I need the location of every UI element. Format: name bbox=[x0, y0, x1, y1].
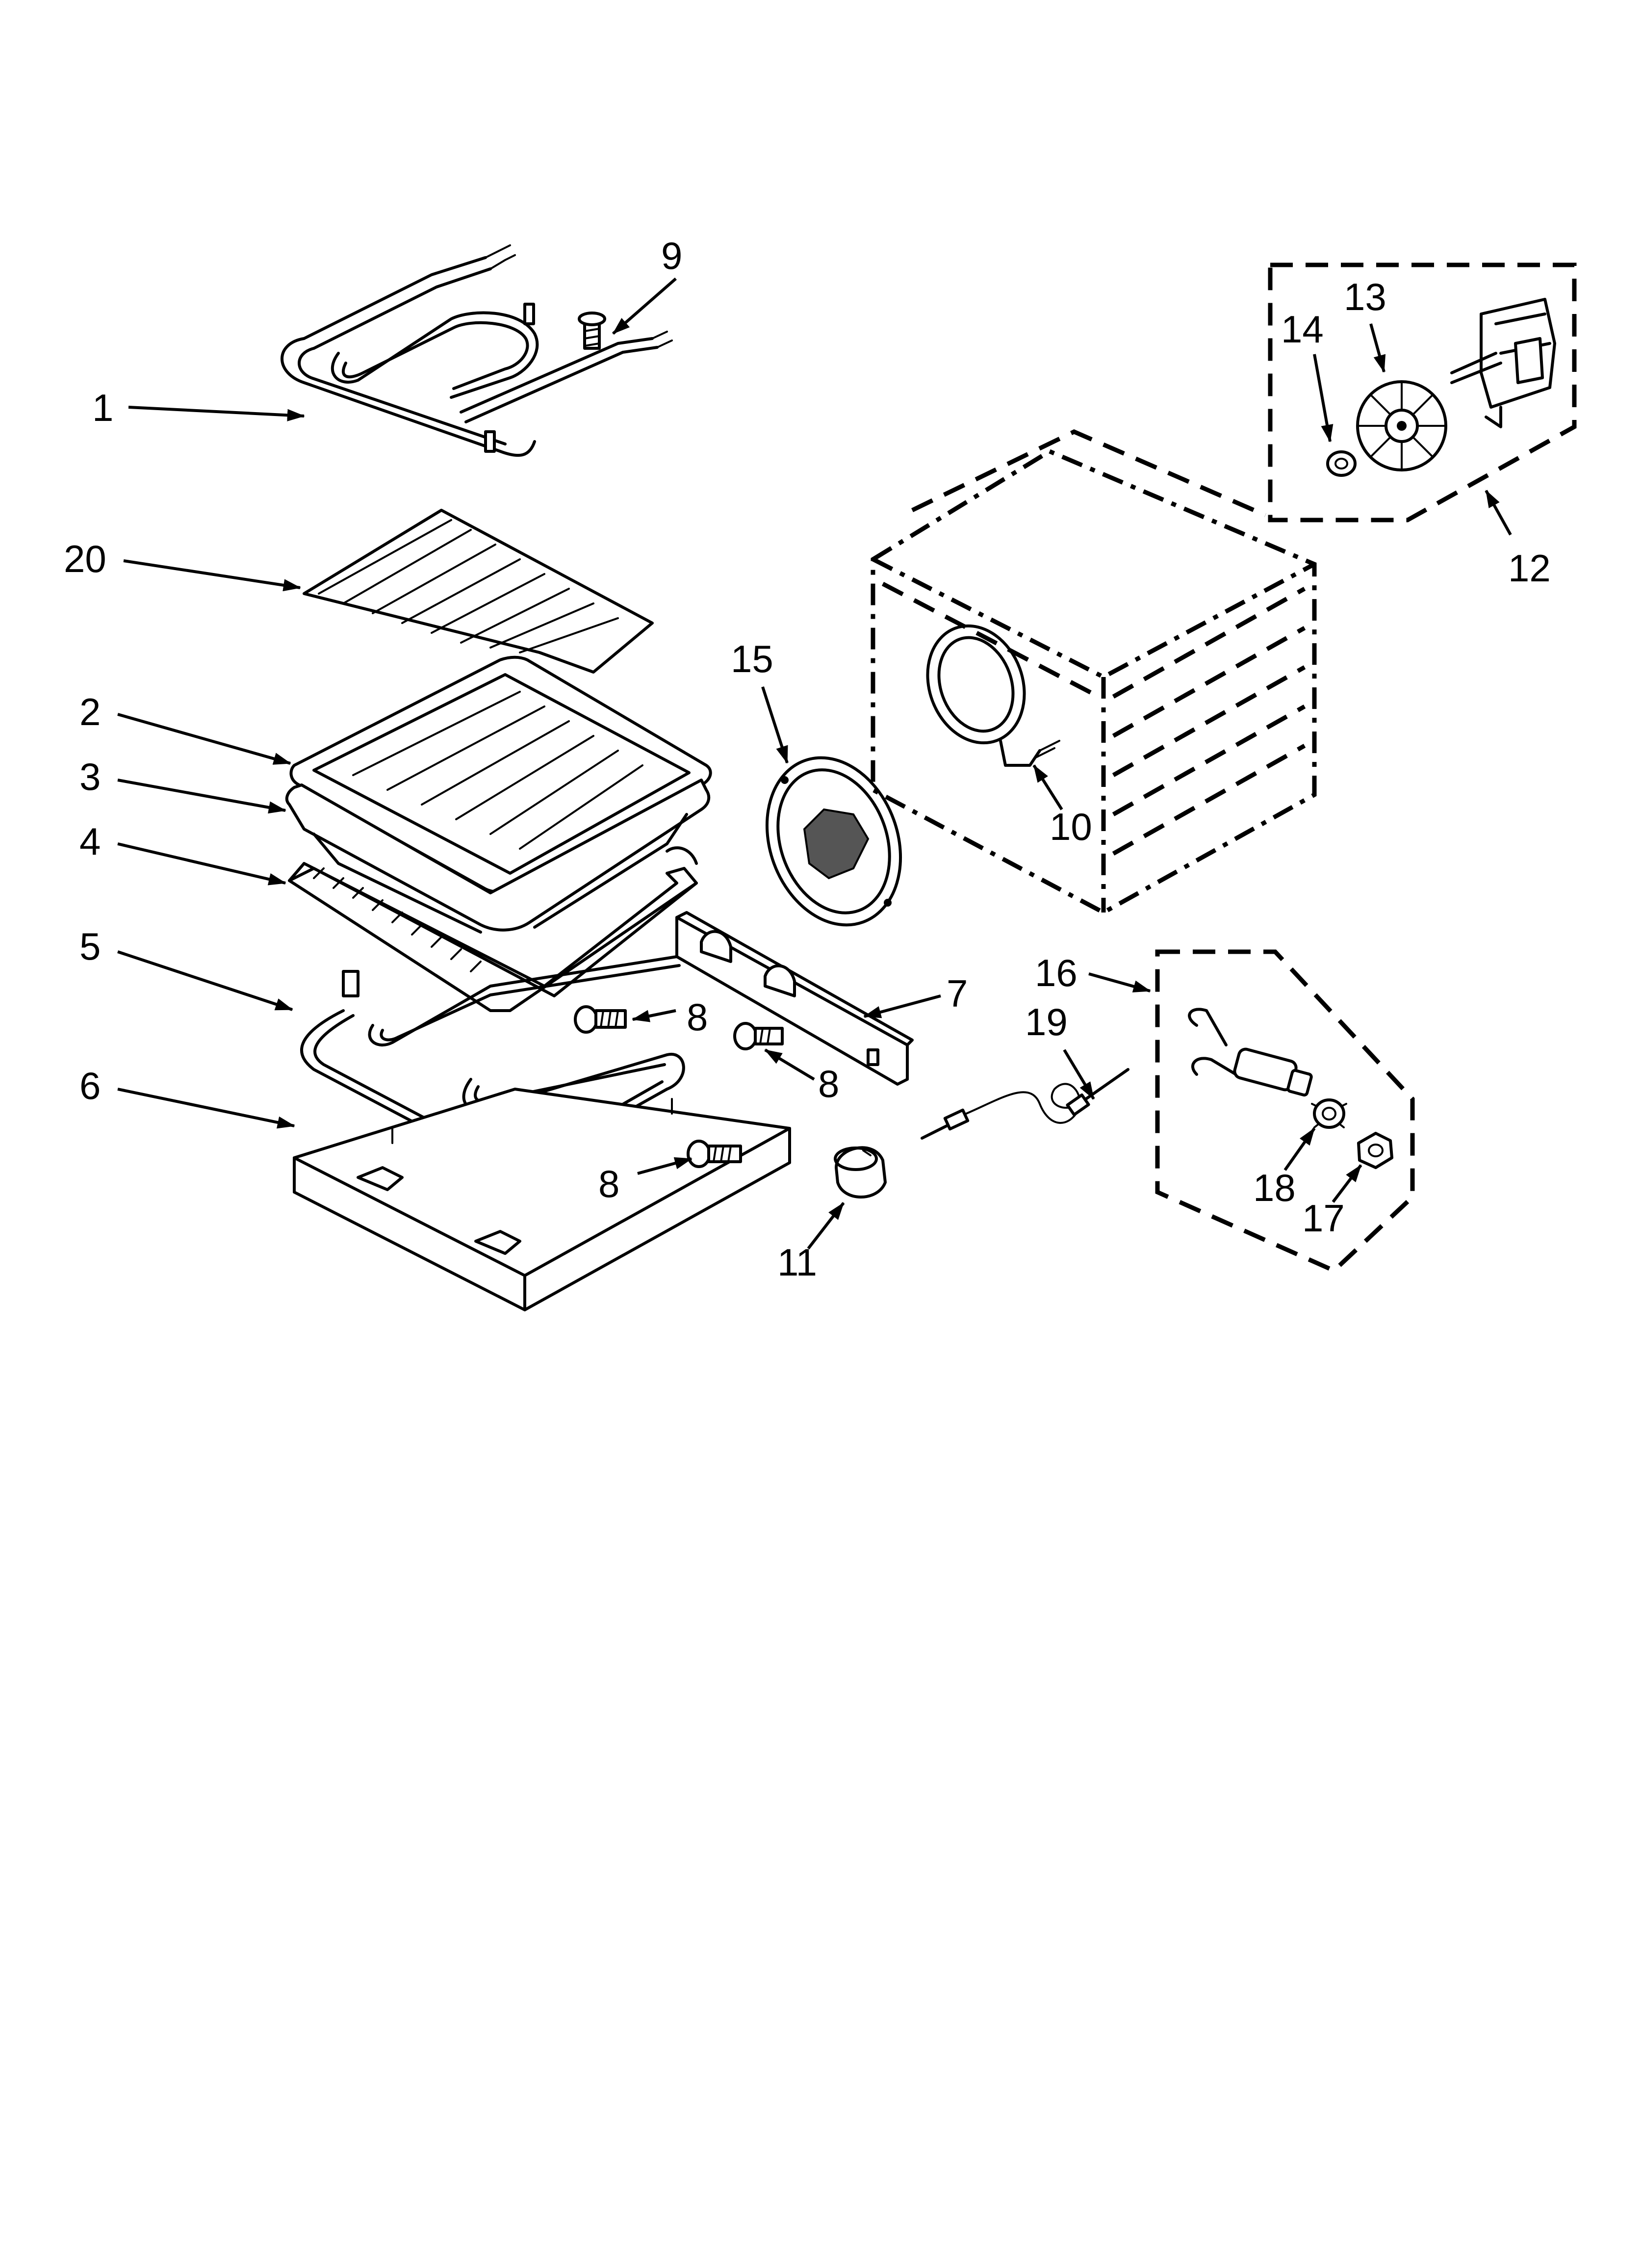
callout-8a: 8 bbox=[687, 995, 708, 1039]
leader-8b bbox=[764, 1048, 815, 1081]
meat-probe-part-19[interactable] bbox=[921, 1068, 1129, 1140]
callout-3: 3 bbox=[79, 755, 101, 798]
callout-8c: 8 bbox=[598, 1162, 619, 1205]
shield-part-20[interactable] bbox=[303, 509, 654, 674]
nut-part-17[interactable] bbox=[1357, 1132, 1393, 1169]
screw-part-9[interactable] bbox=[578, 312, 606, 350]
leader-9 bbox=[612, 277, 677, 335]
callout-20: 20 bbox=[64, 537, 106, 580]
callout-13: 13 bbox=[1344, 275, 1386, 318]
callout-5: 5 bbox=[79, 925, 101, 968]
callout-2: 2 bbox=[79, 690, 101, 733]
leader-12 bbox=[1485, 490, 1512, 536]
callout-16: 16 bbox=[1035, 951, 1078, 994]
screw-part-8b[interactable] bbox=[733, 1022, 784, 1050]
leader-13 bbox=[1369, 323, 1386, 373]
callout-1: 1 bbox=[92, 386, 113, 429]
knob-part-11[interactable] bbox=[834, 1146, 887, 1199]
leader-2 bbox=[117, 713, 291, 765]
leader-20 bbox=[123, 559, 301, 592]
callout-19: 19 bbox=[1025, 1000, 1068, 1043]
leader-19 bbox=[1063, 1049, 1095, 1100]
callout-9: 9 bbox=[661, 234, 682, 277]
callout-17: 17 bbox=[1302, 1197, 1345, 1240]
leader-8a bbox=[632, 1009, 676, 1022]
bottom-tray-part-6[interactable] bbox=[293, 1088, 791, 1311]
callout-18: 18 bbox=[1253, 1166, 1296, 1209]
callout-8b: 8 bbox=[818, 1062, 839, 1105]
bracket-part-7[interactable] bbox=[675, 911, 914, 1086]
broil-element-part[interactable] bbox=[281, 244, 673, 457]
callout-6: 6 bbox=[79, 1064, 101, 1107]
callout-7: 7 bbox=[947, 972, 968, 1015]
oven-cavity-reference bbox=[871, 429, 1317, 915]
leader-3 bbox=[117, 779, 286, 814]
leader-6 bbox=[117, 1088, 295, 1129]
leader-4 bbox=[117, 842, 286, 886]
leader-8c bbox=[637, 1157, 693, 1175]
oven-rack-part-4[interactable] bbox=[288, 846, 698, 1012]
callout-4: 4 bbox=[79, 820, 101, 863]
callout-14: 14 bbox=[1281, 308, 1324, 351]
fan-blade-part-13[interactable] bbox=[1356, 380, 1447, 471]
screw-part-8a[interactable] bbox=[574, 1005, 627, 1034]
leader-16 bbox=[1088, 972, 1151, 992]
callout-12: 12 bbox=[1508, 547, 1551, 590]
leader-10 bbox=[1032, 764, 1063, 810]
leader-11 bbox=[807, 1202, 845, 1250]
convection-motor-assembly-part-12[interactable] bbox=[1268, 262, 1577, 522]
callout-10: 10 bbox=[1050, 805, 1092, 848]
leader-15 bbox=[761, 686, 789, 764]
leader-17 bbox=[1332, 1164, 1362, 1203]
leader-5 bbox=[117, 950, 293, 1011]
lock-washer-part-18[interactable] bbox=[1311, 1098, 1347, 1129]
sensor-assembly-part-16[interactable] bbox=[1155, 949, 1415, 1274]
leader-18 bbox=[1283, 1127, 1316, 1171]
leader-1 bbox=[128, 406, 305, 421]
screw-part-8c[interactable] bbox=[687, 1140, 742, 1168]
callout-15: 15 bbox=[731, 637, 773, 680]
leader-14 bbox=[1313, 354, 1334, 443]
convection-element-part-10[interactable] bbox=[912, 612, 1060, 767]
leader-7 bbox=[863, 994, 941, 1018]
broil-pan-part-3[interactable] bbox=[285, 779, 711, 934]
nut-part-14[interactable] bbox=[1326, 450, 1357, 477]
fan-cover-part-15[interactable] bbox=[744, 739, 923, 944]
